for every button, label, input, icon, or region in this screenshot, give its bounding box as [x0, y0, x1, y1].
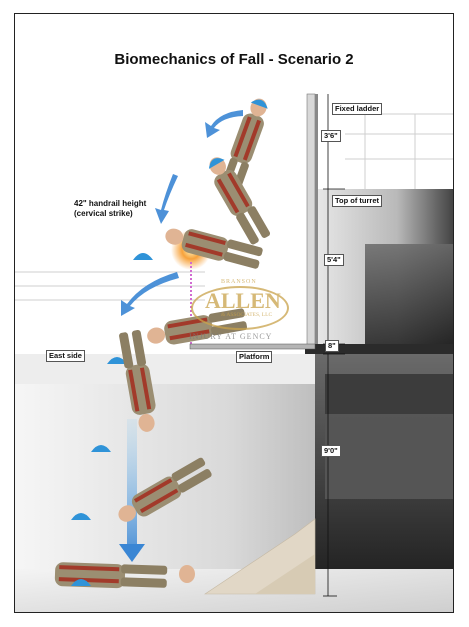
fall-scene: [15, 93, 453, 612]
worker-inverted-5: [119, 330, 156, 432]
arrow-3: [121, 272, 179, 316]
arrow-1: [205, 110, 243, 138]
dimension-3ft6in: 3'6": [321, 130, 341, 142]
label-handrail-height: 42" handrail height: [74, 199, 147, 208]
label-platform: Platform: [236, 351, 273, 363]
watermark-main: ALLEN: [205, 288, 281, 313]
loose-helmet-1: [133, 253, 153, 260]
diagram-title: Biomechanics of Fall - Scenario 2: [114, 51, 354, 68]
watermark-sub: & ASSOCIATES, LLC: [221, 312, 273, 318]
worker-handrail-strike: [165, 228, 263, 269]
dimension-9ft0in: 9'0": [321, 445, 341, 457]
worker-figures: [54, 98, 271, 589]
loose-helmet-4: [71, 513, 91, 520]
loose-helmet-3: [91, 445, 111, 452]
label-top-of-turret: Top of turret: [332, 195, 383, 207]
label-east-side: East side: [46, 350, 85, 362]
loose-helmet-2: [107, 357, 127, 364]
worker-falling-2: [208, 157, 271, 245]
watermark-logo: BRANSON ALLEN & ASSOCIATES, LLC INJURY A…: [183, 276, 293, 346]
label-cervical-strike: (cervical strike): [74, 209, 133, 218]
watermark-top: BRANSON: [221, 279, 257, 285]
worker-on-ground-7: [54, 562, 168, 589]
dimension-8in: 8": [325, 340, 339, 352]
watermark-bottom: INJURY AT GENCY: [189, 332, 273, 341]
turret-structure: [305, 93, 453, 354]
label-fixed-ladder: Fixed ladder: [332, 103, 383, 115]
worker-on-ground-head: [179, 565, 195, 583]
dimension-5ft4in: 5'4": [324, 254, 344, 266]
ground-helmet: [71, 579, 91, 586]
illustration-frame: Biomechanics of Fall - Scenario 2 Fixed …: [14, 13, 454, 613]
fall-trajectory-arrows: [121, 110, 243, 316]
arrow-2: [155, 174, 178, 224]
fall-beam-arrowhead: [119, 544, 145, 562]
fall-beam: [127, 419, 137, 554]
watermark-ellipse: [191, 286, 289, 330]
platform-edge: [189, 343, 316, 350]
worker-headfirst-6: [118, 457, 212, 522]
